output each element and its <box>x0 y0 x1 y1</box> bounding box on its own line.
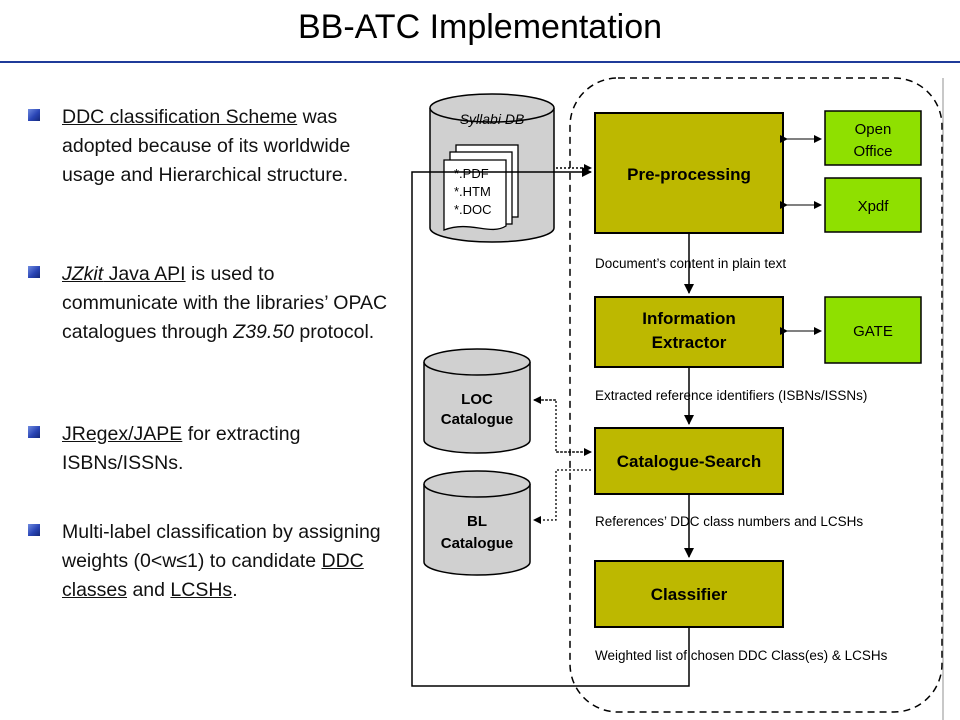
xpdf-label: Xpdf <box>858 198 890 215</box>
edge-label-ddc-lcsh: References’ DDC class numbers and LCSHs <box>595 514 863 529</box>
information-extractor-box: Information Extractor <box>594 296 784 368</box>
lcshs-term: LCSHs <box>170 579 233 601</box>
document-icon <box>443 159 507 231</box>
gate-rect <box>824 296 922 364</box>
slide-title: BB-ATC Implementation <box>0 0 960 63</box>
ddc-scheme-link: DDC classification Scheme <box>62 106 298 128</box>
file-type-pdf: *.PDF <box>454 166 489 181</box>
preprocessing-box: Pre-processing <box>594 112 784 234</box>
syllabi-db-top <box>429 93 555 123</box>
bl-db-body <box>423 484 531 576</box>
bl-catalogue-db: BL Catalogue <box>423 470 531 576</box>
bullet-icon <box>28 109 40 121</box>
bullet-text: DDC classification Scheme was adopted be… <box>62 103 392 190</box>
catalogue-search-to-bl-connector <box>533 469 591 524</box>
bullet-text: JRegex/JAPE for extracting ISBNs/ISSNs. <box>62 420 392 478</box>
bullet-text-part: was adopted because of its worldwide usa… <box>62 106 351 186</box>
bullet-text-part: for extracting ISBNs/ISSNs. <box>62 423 301 474</box>
open-office-label-line1: Open <box>855 121 892 138</box>
loc-db-top <box>423 348 531 376</box>
open-office-box: Open Office <box>824 110 922 166</box>
bl-label-line2: Catalogue <box>441 535 514 552</box>
loc-db-body <box>423 362 531 454</box>
system-boundary <box>569 77 943 713</box>
catalogue-search-box: Catalogue-Search <box>594 427 784 495</box>
syllabi-db-label: Syllabi DB <box>460 111 525 127</box>
java-api-term: Java API <box>103 263 186 285</box>
open-office-rect <box>824 110 922 166</box>
gate-label: GATE <box>853 323 893 340</box>
file-type-doc: *.DOC <box>454 202 492 217</box>
bl-label-line1: BL <box>467 513 487 530</box>
gate-box: GATE <box>824 296 922 364</box>
bullet-text-part: is used to communicate with the librarie… <box>62 263 388 343</box>
loc-label-line2: Catalogue <box>441 411 514 428</box>
catalogue-search-label: Catalogue-Search <box>617 452 762 471</box>
edge-label-plain-text: Document’s content in plain text <box>595 256 786 271</box>
bullet-text-part: protocol. <box>294 321 375 343</box>
file-type-htm: *.HTM <box>454 184 491 199</box>
classifier-rect <box>594 560 784 628</box>
bullet-icon <box>28 524 40 536</box>
information-extractor-label-line2: Extractor <box>652 333 727 352</box>
edge-label-identifiers: Extracted reference identifiers (ISBNs/I… <box>595 388 867 403</box>
jzkit-term: JZkit <box>62 263 104 285</box>
preprocessing-label: Pre-processing <box>627 165 751 184</box>
preprocessing-rect <box>594 112 784 234</box>
jregex-term: JRegex/JAPE <box>62 423 183 445</box>
classifier-label: Classifier <box>651 585 728 604</box>
feedback-loop-arrow <box>411 167 690 687</box>
page-title: BB-ATC Implementation <box>297 8 663 46</box>
loc-label-line1: LOC <box>461 391 493 408</box>
catalogue-search-to-loc-connector <box>533 396 591 453</box>
edge-label-weighted-list: Weighted list of chosen DDC Class(es) & … <box>595 648 888 663</box>
bullet-text: JZkit Java API is used to communicate wi… <box>62 260 392 347</box>
loc-catalogue-db: LOC Catalogue <box>423 348 531 454</box>
bullet-text-part: . <box>232 579 238 601</box>
bullet-text: Multi-label classification by assigning … <box>62 518 392 605</box>
open-office-label-line2: Office <box>854 143 893 160</box>
bullet-icon <box>28 426 40 438</box>
xpdf-rect <box>824 177 922 233</box>
ddc-classes-term: DDC classes <box>62 550 364 601</box>
information-extractor-label-line1: Information <box>642 309 736 328</box>
bullet-text-part: and <box>127 579 171 601</box>
syllabi-db: Syllabi DB *.PDF *.HTM *.DOC <box>429 93 555 243</box>
catalogue-search-rect <box>594 427 784 495</box>
xpdf-box: Xpdf <box>824 177 922 233</box>
z3950-term: Z39.50 <box>233 321 295 343</box>
bl-db-top <box>423 470 531 498</box>
title-divider <box>0 61 960 63</box>
bullet-icon <box>28 266 40 278</box>
bullet-text-part: Multi-label classification by assigning … <box>62 521 381 572</box>
information-extractor-rect <box>594 296 784 368</box>
classifier-box: Classifier <box>594 560 784 628</box>
